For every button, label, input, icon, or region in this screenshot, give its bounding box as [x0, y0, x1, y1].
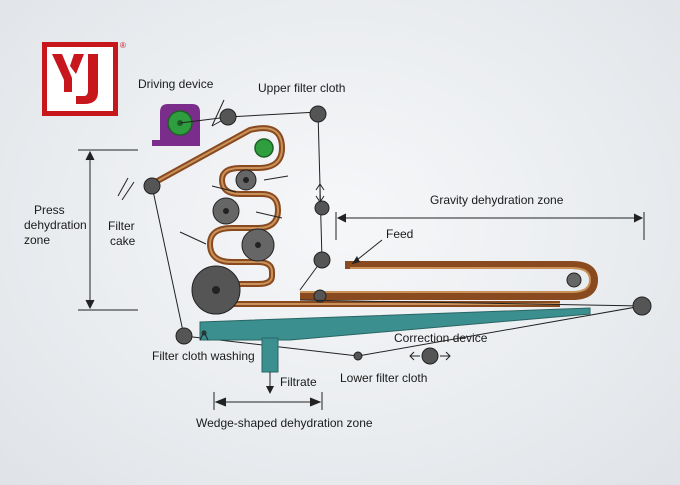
drive-roller-icon: [254, 138, 274, 158]
gravity-belt: [300, 261, 599, 300]
gravity-zone-bracket: [335, 212, 645, 240]
label-driving-device: Driving device: [138, 77, 214, 91]
label-correction-device: Correction device: [394, 331, 488, 345]
label-filtrate: Filtrate: [280, 375, 317, 389]
logo-registered-mark: ®: [120, 41, 126, 50]
label-wedge-zone: Wedge-shaped dehydration zone: [196, 416, 373, 430]
wedge-tray: [199, 307, 591, 373]
wedge-zone-bracket: [213, 392, 323, 410]
press-rollers: [179, 169, 289, 315]
label-lower-filter-cloth: Lower filter cloth: [340, 371, 427, 385]
yj-logo-icon: ®: [42, 41, 126, 116]
label-feed: Feed: [386, 227, 413, 241]
correction-roller-icon: [421, 347, 439, 365]
label-press-zone-1: Press: [34, 203, 65, 217]
label-upper-filter-cloth: Upper filter cloth: [258, 81, 345, 95]
label-gravity-zone: Gravity dehydration zone: [430, 193, 564, 207]
press-zone-bracket: [78, 149, 138, 311]
label-filter-cake-1: Filter: [108, 219, 135, 233]
label-press-zone-3: zone: [24, 233, 50, 247]
label-press-zone-2: dehydration: [24, 218, 87, 232]
label-filter-cake-2: cake: [110, 234, 136, 248]
label-filter-cloth-washing: Filter cloth washing: [152, 349, 255, 363]
driving-device: [152, 104, 229, 146]
washing-nozzle-icon: [199, 330, 209, 341]
